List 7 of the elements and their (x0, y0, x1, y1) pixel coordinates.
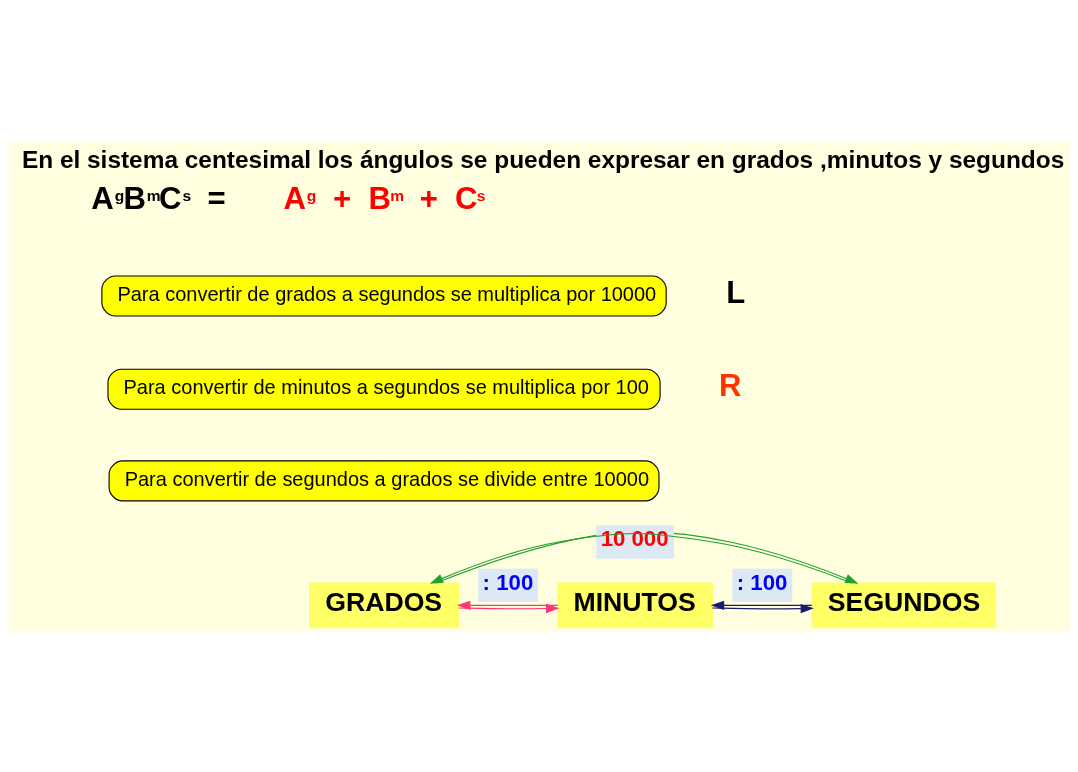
label: R (718, 367, 742, 403)
label: A$^{g}$ + B$^{m}$ + C$^{s}$ (283, 180, 486, 216)
edge-label: : 100 (736, 569, 788, 595)
label: A$^{g}$B$^{m}$C$^{s}$ = (91, 180, 226, 216)
diagram-title: En el sistema centesimal los ángulos se pueden expresar en grados ,minutos y segundos (21, 145, 1065, 173)
edge-label: : 100 (482, 569, 534, 595)
label: L (726, 274, 746, 310)
